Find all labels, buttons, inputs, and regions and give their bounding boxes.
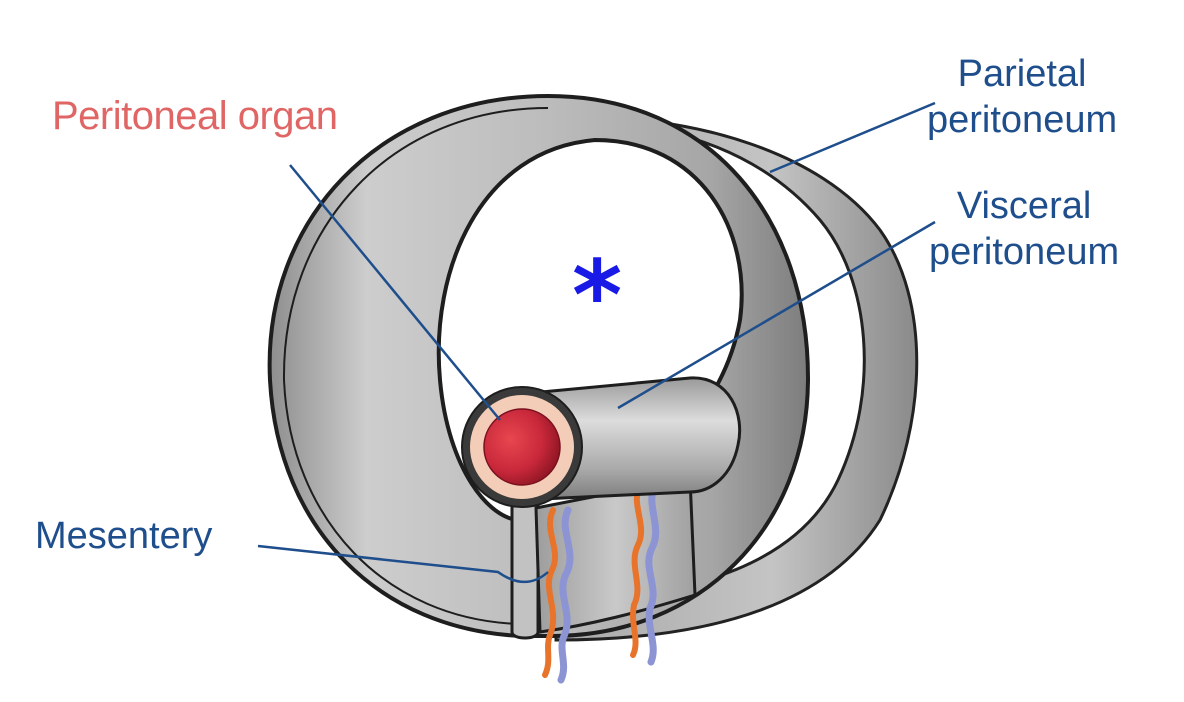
leader-line-mesentery <box>257 544 549 583</box>
peritoneal-organ-label: Peritoneal organ <box>52 94 338 138</box>
organ-lumen <box>483 408 561 486</box>
mesentery-label: Mesentery <box>35 515 213 557</box>
parietal-label-line1: Parietal <box>957 53 1087 95</box>
visceral-label-line2: peritoneum <box>929 230 1120 273</box>
artery-vessel-left <box>542 507 558 678</box>
parietal-peritoneum-label: Parietal peritoneum <box>927 52 1117 143</box>
leader-line-visceral <box>617 220 936 410</box>
ring-outer-edge <box>282 107 549 625</box>
visceral-label-line1: Visceral <box>956 185 1092 227</box>
artery-vessel-right <box>630 482 645 658</box>
visceral-peritoneum-label: Visceral peritoneum <box>929 184 1119 275</box>
peritoneal-cavity-marker: * <box>572 240 623 352</box>
leader-line-peritoneal-organ <box>289 164 501 421</box>
parietal-peritoneum-band <box>554 116 919 642</box>
vein-vessel-right <box>645 481 660 666</box>
vein-vessel-left <box>557 506 574 684</box>
parietal-label-line2: peritoneum <box>927 98 1118 141</box>
mesentery-fold <box>510 503 540 640</box>
leader-line-parietal <box>769 101 936 174</box>
